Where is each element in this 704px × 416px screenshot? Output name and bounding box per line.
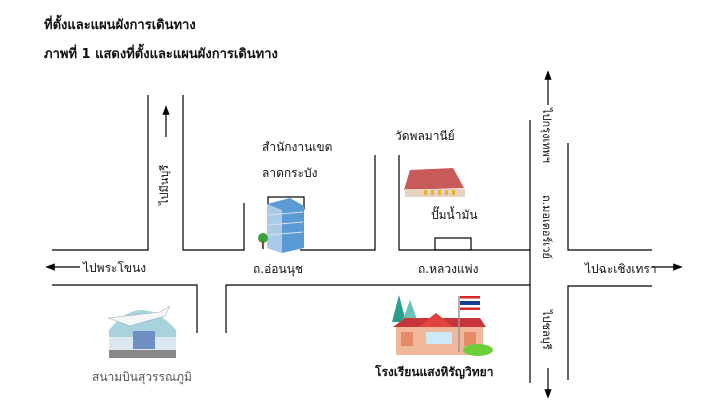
label-to-bangkok: ไปกรุงเทพฯ: [540, 108, 553, 163]
label-on-nut-road: ถ.อ่อนนุช: [253, 262, 304, 276]
label-wat-phonlamanee: วัดพลมานีย์: [395, 129, 455, 143]
label-motorway: ถ.มอเตอร์เวย์: [540, 195, 553, 259]
label-district-office: สำนักงานเขต: [262, 140, 333, 154]
school-icon: [392, 295, 493, 356]
page-title: ที่ตั้งและแผนผังการเดินทาง: [44, 18, 196, 33]
label-lat-krabang: ลาดกระบัง: [262, 166, 318, 180]
thai-flag-icon: [460, 296, 480, 310]
label-gas-station: ปั๊มน้ำมัน: [431, 208, 478, 222]
label-to-chonburi: ไปชลบุรี: [540, 310, 553, 350]
office-building-icon: [258, 198, 304, 253]
label-school: โรงเรียนแสงหิรัญวิทยา: [375, 365, 494, 379]
temple-icon: [404, 168, 465, 197]
label-luang-phaeng-road: ถ.หลวงแพ่ง: [418, 262, 479, 276]
label-suvarnabhumi-airport: สนามบินสุวรรณภูมิ: [92, 370, 192, 384]
figure-caption: ภาพที่ 1 แสดงที่ตั้งและแผนผังการเดินทาง: [44, 47, 278, 62]
label-to-minburi: ไปมีนบุรี: [158, 164, 171, 205]
road-lines: [52, 95, 652, 383]
label-to-phra-khanong: ไปพระโขนง: [83, 261, 147, 275]
airport-icon: [107, 305, 176, 358]
label-to-chachoengsao: ไปฉะเชิงเทรา: [585, 262, 657, 276]
